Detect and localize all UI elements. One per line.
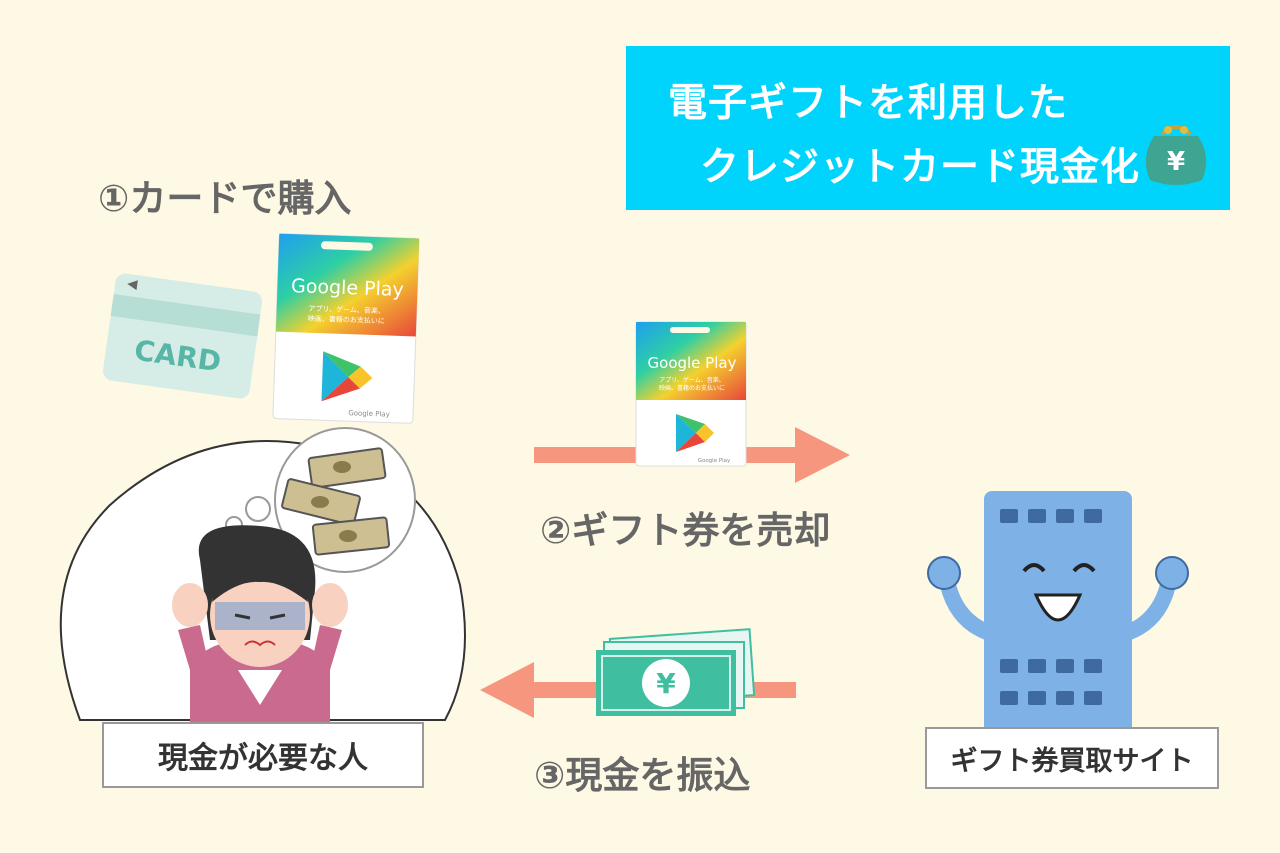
title-line-1: 電子ギフトを利用した: [668, 81, 1069, 126]
title-line-2: クレジットカード現金化: [700, 145, 1141, 190]
google-play-card-large: Google Play アプリ、ゲーム、音楽、 映画、書籍のお支払いに Goog…: [272, 233, 420, 424]
gift-card-subtext-1: アプリ、ゲーム、音楽、: [308, 304, 385, 316]
gift-card-small-subtext-2: 映画、書籍のお支払いに: [659, 384, 725, 392]
gift-card-small-footer: Google Play: [698, 458, 731, 464]
cash-yen-symbol: ¥: [656, 667, 676, 700]
play-logo-icon: [321, 351, 373, 402]
play-logo-small-icon: [676, 414, 714, 452]
troubled-person-icon: [172, 525, 348, 730]
gift-card-subtext-2: 映画、書籍のお支払いに: [308, 314, 385, 326]
building-windows: [1000, 509, 1102, 705]
banknote-icons: [281, 447, 391, 556]
gift-card-brand: Google Play: [291, 275, 404, 301]
step2-label: ②ギフト券を売却: [540, 509, 831, 552]
person-label: 現金が必要な人: [102, 722, 424, 788]
wallet-icon: ¥: [1145, 125, 1207, 185]
wallet-yen-symbol: ¥: [1167, 147, 1185, 177]
title-banner: [626, 46, 1230, 210]
thought-bubble: [225, 427, 416, 573]
credit-card-icon: CARD: [103, 273, 263, 399]
step1-label: ①カードで購入: [98, 177, 352, 220]
building-character-icon: [927, 491, 1189, 735]
gift-card-footer: Google Play: [348, 409, 390, 418]
gift-card-small-subtext-1: アプリ、ゲーム、音楽、: [659, 376, 724, 384]
gift-card-small-brand: Google Play: [648, 354, 737, 372]
cash-bundle-icon: ¥: [596, 628, 756, 716]
google-play-card-small: Google Play アプリ、ゲーム、音楽、 映画、書籍のお支払いに Goog…: [635, 321, 747, 467]
step3-label: ③現金を振込: [534, 754, 751, 797]
site-label: ギフト券買取サイト: [925, 727, 1219, 789]
